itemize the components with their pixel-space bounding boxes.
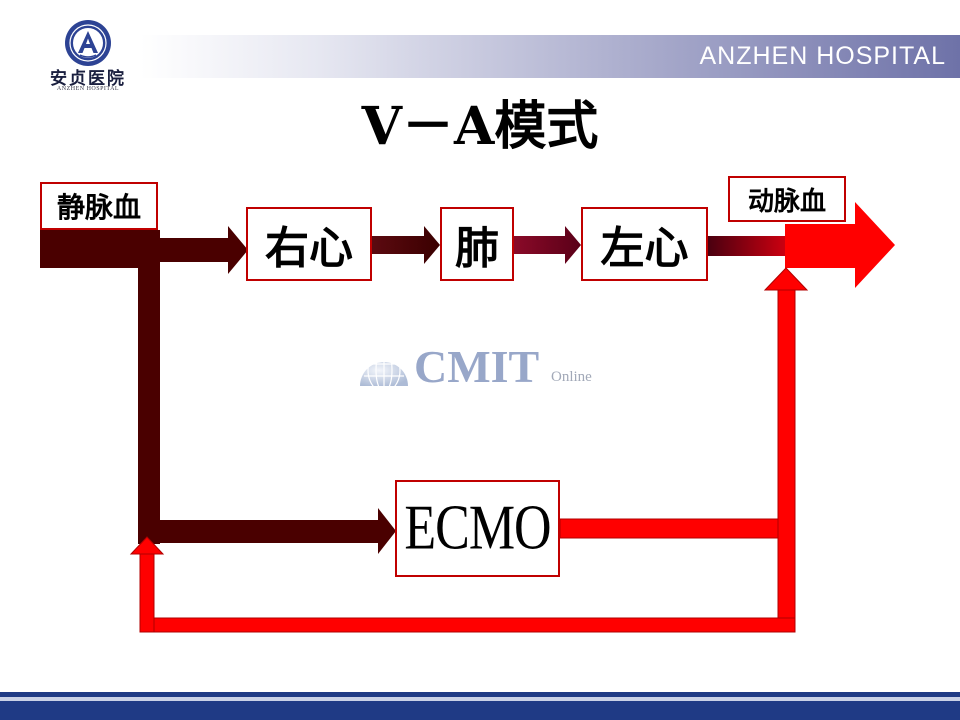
node-left-heart-label: 左心 <box>600 223 689 274</box>
watermark-brand: CMIT <box>414 341 540 392</box>
slide-title: V－A模式 <box>361 96 599 157</box>
arrow-right-heart-to-lung <box>372 226 440 264</box>
watermark-globe-icon <box>360 347 408 390</box>
arterial-outflow-arrow <box>785 202 895 288</box>
arterial-return-riser <box>777 287 796 633</box>
arrow-to-ecmo <box>138 508 396 554</box>
node-lung: 肺 <box>440 207 514 281</box>
watermark-suffix: Online <box>551 369 592 385</box>
node-ecmo-label: ECMO <box>404 493 551 564</box>
arrow-lung-to-left-heart <box>514 226 581 264</box>
logo-name-cn: 安贞医院 <box>50 69 126 89</box>
header-bar: ANZHEN HOSPITAL <box>140 35 960 78</box>
node-lung-label: 肺 <box>455 223 499 274</box>
recirculation-loop-bottom <box>139 617 796 633</box>
node-left-heart: 左心 <box>581 207 708 281</box>
recirculation-loop-riser <box>139 551 155 633</box>
arterial-return-arrowhead <box>763 267 809 291</box>
node-arterial-blood: 动脉血 <box>728 176 846 222</box>
node-arterial-blood-label: 动脉血 <box>747 186 826 217</box>
footer-line-top <box>0 692 960 697</box>
ecmo-return-line <box>559 518 796 539</box>
arrow-venous-to-right-heart <box>150 226 248 274</box>
left-heart-outflow-line <box>708 236 788 256</box>
recirculation-arrowhead <box>129 536 165 555</box>
header-hospital-name: ANZHEN HOSPITAL <box>699 42 946 70</box>
footer-line-light <box>0 697 960 701</box>
footer-band <box>0 701 960 720</box>
node-right-heart: 右心 <box>246 207 372 281</box>
venous-drain-line <box>138 240 160 544</box>
hospital-logo-icon <box>65 20 111 66</box>
logo-name-en: ANZHEN HOSPITAL <box>56 86 120 92</box>
node-right-heart-label: 右心 <box>265 223 353 274</box>
node-venous-blood-label: 静脉血 <box>56 191 141 224</box>
node-venous-blood: 静脉血 <box>40 182 158 230</box>
node-ecmo: ECMO <box>395 480 560 577</box>
